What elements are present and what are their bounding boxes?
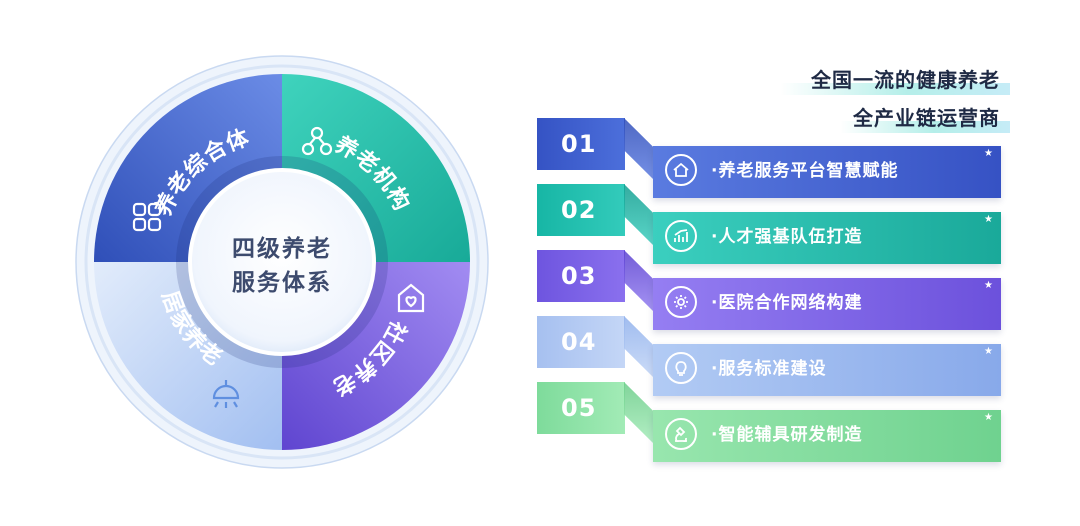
grid-icon <box>132 202 162 232</box>
step-label: ·服务标准建设 <box>711 359 827 379</box>
step-bar: ·人才强基队伍打造 ★ <box>653 212 1001 264</box>
step-bar: ·智能辅具研发制造 ★ <box>653 410 1001 462</box>
tagline-2: 全产业链运营商 <box>840 102 1010 133</box>
star-icon: ★ <box>984 412 993 423</box>
step-01: 01 ·养老服务平台智慧赋能 ★ <box>537 118 1007 198</box>
gear-icon <box>665 286 697 318</box>
diagram-svg: 养老综合体 养老机构 社区养老 居家养老 <box>75 55 489 469</box>
step-bar: ·医院合作网络构建 ★ <box>653 278 1001 330</box>
service-system-diagram: 养老综合体 养老机构 社区养老 居家养老 <box>72 52 492 472</box>
step-number-tab: 03 <box>537 250 625 302</box>
network-icon <box>301 126 333 156</box>
star-icon: ★ <box>984 346 993 357</box>
step-label: ·医院合作网络构建 <box>711 293 863 313</box>
home-heart-icon <box>397 283 425 313</box>
tagline-1: 全国一流的健康养老 <box>780 64 1010 95</box>
chart-up-icon <box>665 220 697 252</box>
microscope-icon <box>665 418 697 450</box>
home-icon <box>665 154 697 186</box>
tagline-2-text: 全产业链运营商 <box>853 106 1000 130</box>
star-icon: ★ <box>984 214 993 225</box>
tagline-2-highlight <box>840 121 1010 133</box>
step-label: ·养老服务平台智慧赋能 <box>711 161 899 181</box>
step-04: 04 ·服务标准建设 ★ <box>537 316 1007 396</box>
step-connector <box>624 382 654 444</box>
step-number-tab: 02 <box>537 184 625 236</box>
lamp-icon <box>212 380 240 408</box>
lightbulb-icon <box>665 352 697 384</box>
step-number-tab: 05 <box>537 382 625 434</box>
center-disc <box>188 168 376 356</box>
step-connector <box>624 118 654 180</box>
step-label: ·人才强基队伍打造 <box>711 227 863 247</box>
star-icon: ★ <box>984 280 993 291</box>
step-02: 02 ·人才强基队伍打造 ★ <box>537 184 1007 264</box>
step-connector <box>624 184 654 246</box>
step-number-tab: 01 <box>537 118 625 170</box>
step-05: 05 ·智能辅具研发制造 ★ <box>537 382 1007 462</box>
center-title-line1: 四级养老 <box>232 235 332 262</box>
tagline-1-text: 全国一流的健康养老 <box>811 68 1000 92</box>
tagline-1-highlight <box>780 83 1010 95</box>
step-label: ·智能辅具研发制造 <box>711 425 863 445</box>
step-number-tab: 04 <box>537 316 625 368</box>
center-title-line2: 服务体系 <box>232 270 332 296</box>
step-bar: ·养老服务平台智慧赋能 ★ <box>653 146 1001 198</box>
star-icon: ★ <box>984 148 993 159</box>
step-connector <box>624 316 654 378</box>
inner-ring <box>84 64 480 460</box>
step-connector <box>624 250 654 312</box>
step-bar: ·服务标准建设 ★ <box>653 344 1001 396</box>
step-03: 03 ·医院合作网络构建 ★ <box>537 250 1007 330</box>
